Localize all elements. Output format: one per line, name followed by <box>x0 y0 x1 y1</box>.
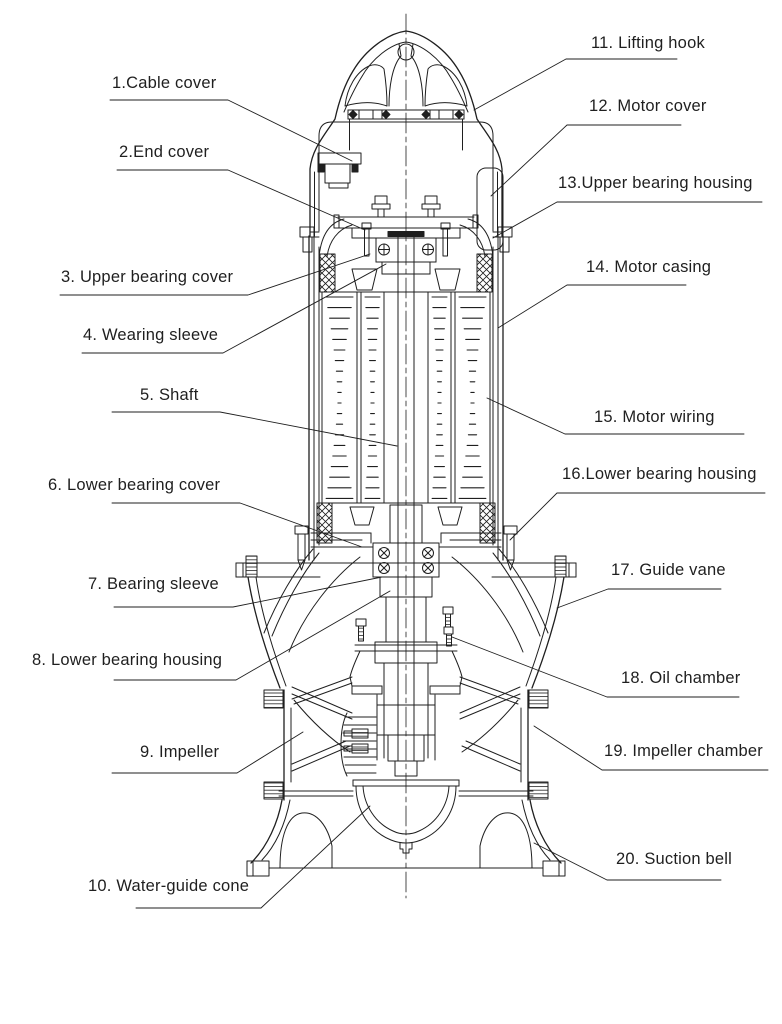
part-label-6: 6. Lower bearing cover <box>48 476 221 494</box>
cable-cover-shape <box>317 152 362 189</box>
leader-line-2 <box>116 169 366 231</box>
oil-chamber-studs <box>355 606 454 647</box>
part-label-17: 17. Guide vane <box>611 561 726 579</box>
part-label-8: 8. Lower bearing housing <box>32 651 223 669</box>
leader-line-16 <box>509 492 766 541</box>
part-label-12: 12. Motor cover <box>589 97 707 115</box>
leader-line-12 <box>490 124 682 197</box>
leader-line-10 <box>135 805 371 909</box>
leader-line-18 <box>451 636 740 698</box>
leader-line-13 <box>492 201 763 239</box>
part-label-13: 13.Upper bearing housing <box>558 174 753 192</box>
water-guide-cone-notch <box>399 842 413 854</box>
part-label-9: 9. Impeller <box>140 743 220 761</box>
part-label-20: 20. Suction bell <box>616 850 733 868</box>
leader-line-15 <box>486 397 745 435</box>
center-details <box>317 13 504 899</box>
part-label-14: 14. Motor casing <box>586 258 712 276</box>
part-label-10: 10. Water-guide cone <box>88 877 250 895</box>
leader-line-1 <box>109 99 353 162</box>
leader-line-4 <box>81 263 387 354</box>
part-label-11: 11. Lifting hook <box>591 34 705 52</box>
leader-line-5 <box>111 411 398 447</box>
part-label-7: 7. Bearing sleeve <box>88 575 219 593</box>
leader-line-11 <box>473 58 678 111</box>
leader-line-19 <box>533 725 769 771</box>
lifting-hook-hole <box>397 43 415 61</box>
part-label-2: 2.End cover <box>119 143 210 161</box>
part-label-5: 5. Shaft <box>140 386 199 404</box>
leader-line-17 <box>556 588 722 609</box>
leader-line-7 <box>113 576 383 608</box>
leader-line-14 <box>497 284 687 329</box>
stator-winding-hatch <box>325 296 487 499</box>
cable-pocket-shape <box>476 167 504 251</box>
part-label-4: 4. Wearing sleeve <box>83 326 219 344</box>
leader-line-8 <box>113 590 391 681</box>
leader-line-6 <box>111 502 363 548</box>
leader-line-3 <box>59 253 371 296</box>
part-label-18: 18. Oil chamber <box>621 669 741 687</box>
part-label-3: 3. Upper bearing cover <box>61 268 234 286</box>
leader-line-9 <box>111 731 304 774</box>
part-label-19: 19. Impeller chamber <box>604 742 763 760</box>
mechanical-seal-bellows <box>340 712 377 777</box>
part-label-1: 1.Cable cover <box>112 74 217 92</box>
leader-line-20 <box>533 842 722 881</box>
pump-left-half-profile <box>235 30 407 877</box>
leader-lines <box>59 58 769 909</box>
part-label-16: 16.Lower bearing housing <box>562 465 757 483</box>
pump-right-half-profile <box>405 30 577 877</box>
shaft-shape <box>374 231 438 777</box>
part-label-15: 15. Motor wiring <box>594 408 715 426</box>
